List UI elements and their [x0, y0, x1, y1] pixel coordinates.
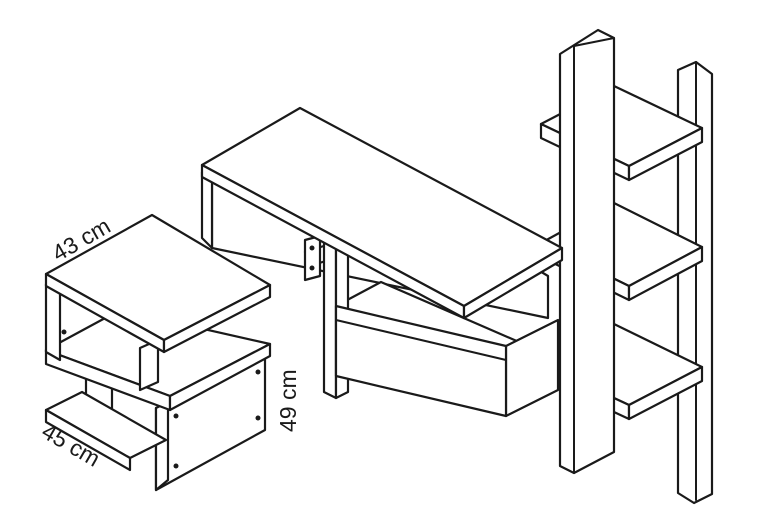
- desk-inner-leg: [322, 240, 338, 400]
- desk-unit: [200, 106, 564, 418]
- height-dimension-label: 49 cm: [275, 369, 301, 432]
- ladder-bookshelf: [539, 28, 714, 505]
- desk-left-leg: [200, 170, 214, 250]
- desk-right-cabinet: [504, 318, 560, 418]
- side-table-left-upright: [44, 282, 62, 362]
- side-table: [44, 213, 272, 492]
- bookshelf-front-post: [558, 28, 616, 475]
